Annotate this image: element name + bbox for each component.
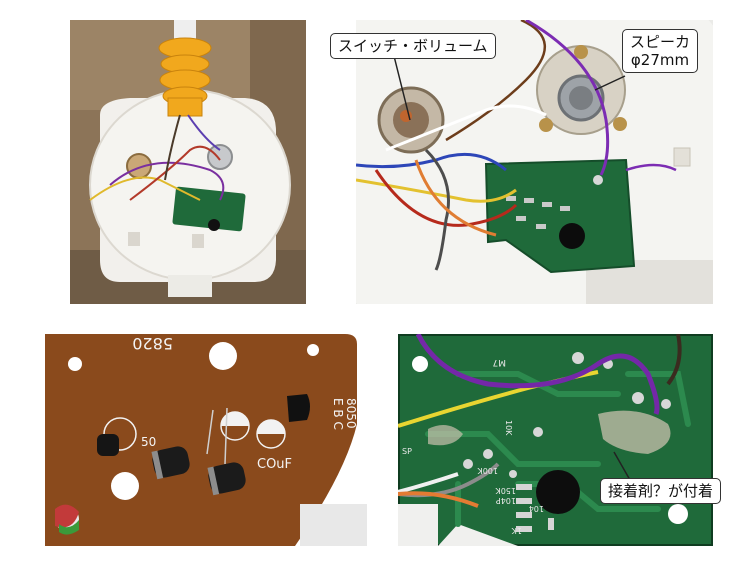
- silk-part-number: 5820: [132, 334, 173, 353]
- silk-capacitor-voltage: 50: [141, 435, 156, 449]
- silk-transistor-model: 8050: [344, 398, 358, 429]
- silk-resistor-150k: 150K: [495, 486, 516, 495]
- board-solder-image: 100K 10K 150K 104 104P 1K M7 SP: [398, 334, 713, 546]
- callout-speaker-line2: φ27mm: [630, 51, 690, 69]
- silk-capacitor-value: COuF: [257, 457, 292, 472]
- callout-adhesive-text: 接着剤？が付着: [608, 482, 714, 500]
- case-closeup-image: [356, 20, 713, 304]
- silk-label-sp: SP: [402, 447, 412, 456]
- callout-speaker-line1: スピーカ: [630, 33, 691, 51]
- photo-case-closeup: [356, 20, 713, 304]
- photo-board-component-side: 5820 8050 E B C COuF 50: [45, 334, 367, 546]
- silk-label-m7: M7: [493, 357, 507, 367]
- silk-capacitor-104: 104: [529, 504, 544, 513]
- callout-speaker: スピーカ φ27mm: [622, 29, 699, 73]
- silk-resistor-1k: 1K: [511, 526, 522, 535]
- callout-adhesive: 接着剤？が付着: [600, 478, 722, 504]
- case-overview-image: [70, 20, 306, 304]
- callout-switch-volume: スイッチ・ボリューム: [330, 33, 496, 59]
- photo-case-overview: [70, 20, 306, 304]
- board-component-image: 5820 8050 E B C COuF 50: [45, 334, 367, 546]
- callout-switch-volume-text: スイッチ・ボリューム: [338, 37, 488, 55]
- silk-resistor-100k: 100K: [477, 466, 498, 475]
- silk-capacitor-104p: 104P: [496, 496, 516, 505]
- silk-resistor-10k: 10K: [504, 420, 513, 436]
- photo-board-solder-side: 100K 10K 150K 104 104P 1K M7 SP: [398, 334, 713, 546]
- silk-transistor-pins: E B C: [331, 398, 345, 430]
